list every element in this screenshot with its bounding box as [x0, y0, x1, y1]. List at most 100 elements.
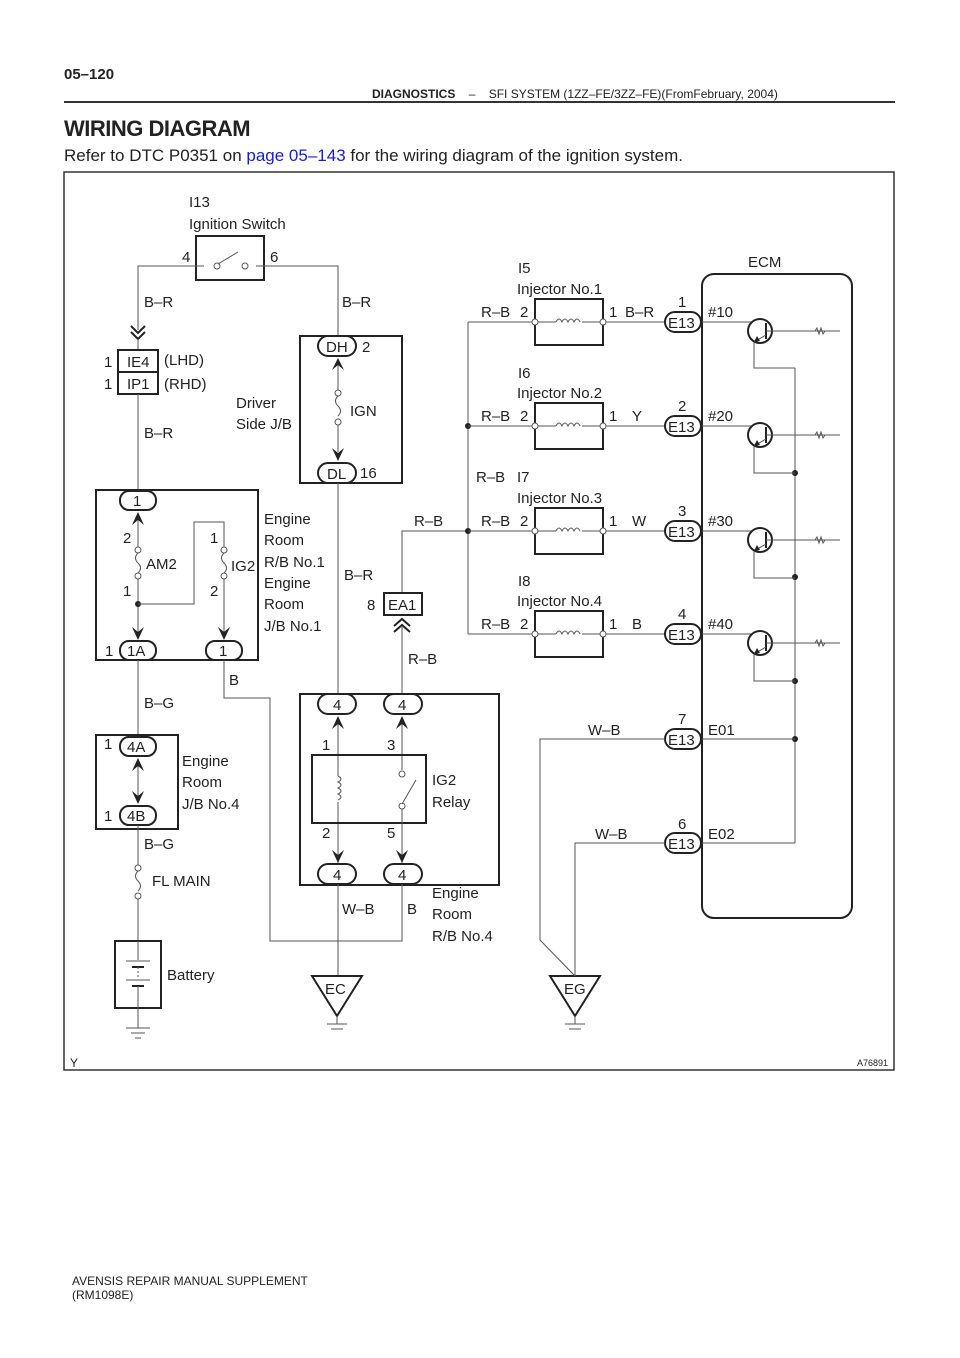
pin-label: 1	[609, 616, 617, 633]
svg-text:4B: 4B	[127, 808, 145, 825]
svg-text:Side J/B: Side J/B	[236, 416, 292, 433]
svg-text:6: 6	[678, 816, 686, 833]
pin-label: 2	[520, 408, 528, 425]
fuse-am2-label: AM2	[146, 556, 177, 573]
wire-label: B–R	[344, 567, 373, 584]
svg-text:1: 1	[123, 583, 131, 600]
wire-label: R–B	[414, 513, 443, 530]
svg-text:Room: Room	[264, 596, 304, 613]
wire-label: W–B	[342, 901, 375, 918]
svg-text:8: 8	[367, 597, 375, 614]
wire-label: R–B	[476, 469, 505, 486]
diagram-frame	[63, 171, 895, 1071]
svg-text:2: 2	[123, 530, 131, 547]
ecm-terminal: #20	[708, 408, 733, 425]
fl-main-label: FL MAIN	[152, 873, 211, 890]
wire-label: W–B	[595, 826, 628, 843]
svg-text:DH: DH	[326, 339, 348, 356]
connector-e13: E13	[668, 836, 695, 853]
ign-switch-code: I13	[189, 194, 210, 211]
injector-name: Injector No.2	[517, 385, 602, 402]
connector-ie4: IE4	[127, 354, 150, 371]
svg-text:1: 1	[133, 493, 141, 510]
rhd-note: (RHD)	[164, 376, 207, 393]
svg-text:Driver: Driver	[236, 395, 276, 412]
corner-mark: Y	[70, 1056, 78, 1070]
injector-coil-icon	[555, 527, 581, 533]
resistor-icon	[814, 326, 826, 336]
ecm-terminal-e01: E01	[708, 722, 735, 739]
wire-label: B–R	[342, 294, 371, 311]
svg-text:DL: DL	[327, 466, 346, 483]
svg-text:1: 1	[104, 376, 112, 393]
battery-icon	[114, 940, 162, 1009]
ign-switch-name: Ignition Switch	[189, 216, 286, 233]
resistor-icon	[814, 638, 826, 648]
svg-text:4: 4	[333, 867, 341, 884]
wire-label: R–B	[481, 304, 510, 321]
injector-code: I7	[517, 469, 530, 486]
pin-label: 4	[182, 249, 190, 266]
svg-text:1A: 1A	[127, 643, 145, 660]
connector-e13	[664, 520, 702, 542]
intro-text: Refer to DTC P0351 on page 05–143 for th…	[64, 146, 683, 166]
wire-label: B	[229, 672, 239, 689]
svg-text:3: 3	[387, 737, 395, 754]
wire-label: R–B	[481, 513, 510, 530]
relay-switch-icon	[401, 779, 417, 805]
svg-text:J/B No.4: J/B No.4	[182, 796, 240, 813]
svg-text:16: 16	[360, 465, 377, 482]
section-name: DIAGNOSTICS	[372, 87, 456, 101]
connector-e13-label: E13	[668, 315, 695, 332]
page-link[interactable]: page 05–143	[246, 146, 346, 165]
injector-coil-icon	[555, 630, 581, 636]
running-header: DIAGNOSTICS – SFI SYSTEM (1ZZ–FE/3ZZ–FE)…	[372, 87, 778, 101]
intro-after: for the wiring diagram of the ignition s…	[345, 146, 683, 165]
injector-coil-icon	[555, 318, 581, 324]
connector-e13: E13	[668, 732, 695, 749]
svg-text:Engine: Engine	[264, 575, 311, 592]
svg-text:R/B No.1: R/B No.1	[264, 554, 325, 571]
svg-text:1: 1	[219, 643, 227, 660]
svg-text:2: 2	[210, 583, 218, 600]
pin-label: 3	[678, 503, 686, 520]
svg-text:Room: Room	[264, 532, 304, 549]
connector-ip1: IP1	[127, 376, 150, 393]
svg-text:4: 4	[333, 697, 341, 714]
connector-e13-label: E13	[668, 419, 695, 436]
svg-text:Engine: Engine	[264, 511, 311, 528]
svg-text:1: 1	[105, 643, 113, 660]
injector-coil-icon	[555, 422, 581, 428]
ecm: ECM	[701, 254, 853, 919]
fuse-ig2-label: IG2	[231, 558, 255, 575]
connector-chevron-icon	[393, 617, 411, 633]
injector-code: I5	[518, 260, 531, 277]
switch-contact-icon	[217, 251, 239, 265]
wire-label: B–R	[144, 294, 173, 311]
ecm-label: ECM	[748, 254, 781, 271]
injector-name: Injector No.3	[517, 490, 602, 507]
svg-text:Engine: Engine	[432, 885, 479, 902]
battery-label: Battery	[167, 967, 215, 984]
ecm-terminal: #40	[708, 616, 733, 633]
injector-name: Injector No.1	[517, 281, 602, 298]
resistor-icon	[814, 430, 826, 440]
svg-text:EG: EG	[564, 981, 586, 998]
pin-label: 2	[520, 513, 528, 530]
ig2-relay: 4 4 1 3 2 5 IG2 Relay 4 4	[299, 693, 500, 886]
ecm-terminal: #10	[708, 304, 733, 321]
pin-label: 2	[678, 398, 686, 415]
svg-text:5: 5	[387, 825, 395, 842]
wire-label: B–G	[144, 836, 174, 853]
pin-label: 1	[609, 408, 617, 425]
ground-eg: EG	[548, 975, 602, 1030]
svg-text:4A: 4A	[127, 739, 145, 756]
pin-label: 1	[609, 304, 617, 321]
svg-text:1: 1	[322, 737, 330, 754]
wire-label: W	[632, 513, 647, 530]
page-number: 05–120	[64, 66, 115, 83]
svg-text:2: 2	[362, 339, 370, 356]
lhd-note: (LHD)	[164, 352, 204, 369]
injector-code: I6	[518, 365, 531, 382]
